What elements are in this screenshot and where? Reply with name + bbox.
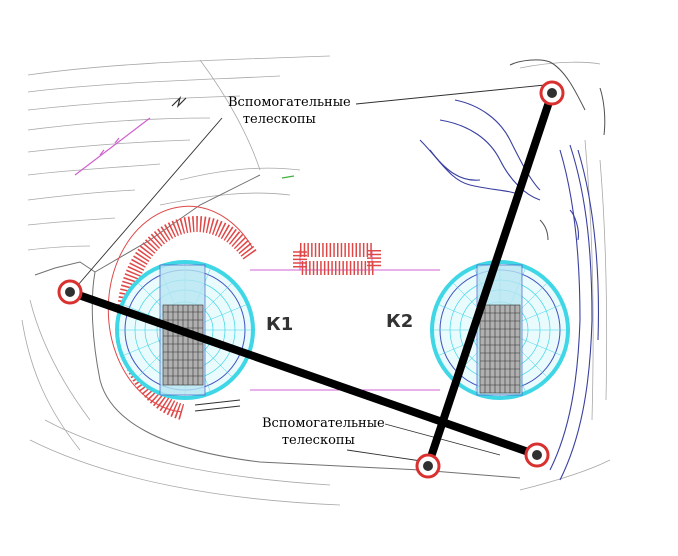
callout-leaders [77, 84, 546, 463]
road-details [509, 59, 606, 241]
dome-k2-label: К2 [386, 311, 414, 332]
k1-stairs [194, 399, 241, 412]
aux-telescope-bottom-right [524, 442, 550, 468]
baseline-left-to-bottom-right [66, 288, 541, 459]
aux-top-line2: телескопы [242, 112, 316, 127]
green-mark [281, 175, 295, 179]
terrain-contours [21, 55, 611, 506]
k2-grid [479, 304, 521, 394]
corridor-hatch-block [293, 243, 381, 275]
aux-telescope-top-right [539, 80, 565, 106]
aux-top-line1: Вспомогательные [228, 95, 351, 110]
dome-k2 [430, 260, 570, 400]
left-edge-line [34, 261, 96, 276]
baselines [66, 89, 556, 470]
north-arrow-icon [171, 96, 187, 108]
aux-bottom-line2: телескопы [281, 433, 355, 448]
aux-bottom-line1: Вспомогательные [262, 416, 385, 431]
aux-telescopes-label-top: Вспомогательные телескопы [228, 94, 351, 128]
aux-telescope-bottom [415, 453, 441, 479]
aux-telescope-left [57, 279, 83, 305]
dome-k1-label: К1 [266, 314, 294, 335]
access-road [419, 99, 600, 481]
aux-telescopes-label-bottom: Вспомогательные телескопы [262, 415, 385, 449]
k1-grid [162, 304, 204, 386]
baseline-top-to-bottom [424, 89, 556, 470]
survey-marks [74, 117, 151, 176]
